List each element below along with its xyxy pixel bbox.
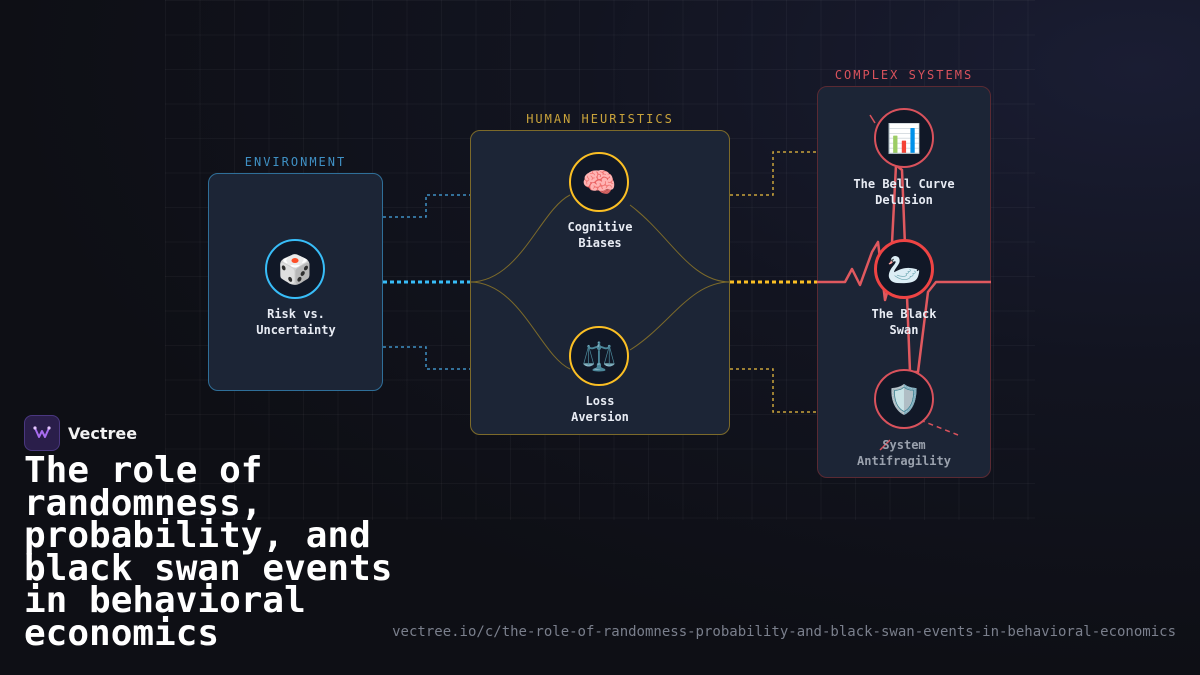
curve-in-biases xyxy=(469,194,571,283)
connector-heur-upper xyxy=(730,151,817,196)
brain-icon: 🧠 xyxy=(581,165,617,199)
connector-env-upper xyxy=(383,194,470,218)
node-label-antifragile: System Antifragility xyxy=(857,438,951,468)
node-biases[interactable]: 🧠 xyxy=(569,152,629,212)
group-label-environment: ENVIRONMENT xyxy=(244,155,347,169)
curve-in-loss xyxy=(469,281,571,370)
bar-chart-icon: 📊 xyxy=(886,121,922,155)
node-label-swan: The Black Swan xyxy=(871,307,937,337)
curve-out-loss xyxy=(629,281,731,351)
node-risk[interactable]: 🎲 xyxy=(265,239,325,299)
vectree-logo-icon xyxy=(24,415,60,451)
brand[interactable]: Vectree xyxy=(24,415,137,451)
page-title: The role of randomness, probability, and… xyxy=(24,450,393,654)
node-label-loss: Loss Aversion xyxy=(571,394,629,424)
group-label-complex: COMPLEX SYSTEMS xyxy=(834,68,974,82)
brand-name: Vectree xyxy=(68,423,138,443)
connector-env-lower xyxy=(383,346,470,370)
page-url[interactable]: vectree.io/c/the-role-of-randomness-prob… xyxy=(392,624,1176,640)
node-loss[interactable]: ⚖️ xyxy=(569,326,629,386)
node-antifragile[interactable]: 🛡️ xyxy=(874,369,934,429)
curve-out-biases xyxy=(629,204,731,283)
antifragile-tick xyxy=(879,439,891,451)
node-swan[interactable]: 🦢 xyxy=(874,239,934,299)
group-label-heuristics: HUMAN HEURISTICS xyxy=(526,112,674,126)
node-label-bell: The Bell Curve Delusion xyxy=(853,177,955,207)
shield-icon: 🛡️ xyxy=(886,382,922,416)
node-label-risk: Risk vs. Uncertainty xyxy=(256,307,336,337)
node-bell[interactable]: 📊 xyxy=(874,108,934,168)
swan-icon: 🦢 xyxy=(886,252,922,286)
node-label-biases: Cognitive Biases xyxy=(567,220,633,250)
balance-scale-icon: ⚖️ xyxy=(581,339,617,373)
dice-icon: 🎲 xyxy=(277,252,313,286)
connector-heur-lower xyxy=(730,368,817,413)
swan-head-dash xyxy=(869,114,876,124)
swan-tail-dash xyxy=(919,419,959,436)
